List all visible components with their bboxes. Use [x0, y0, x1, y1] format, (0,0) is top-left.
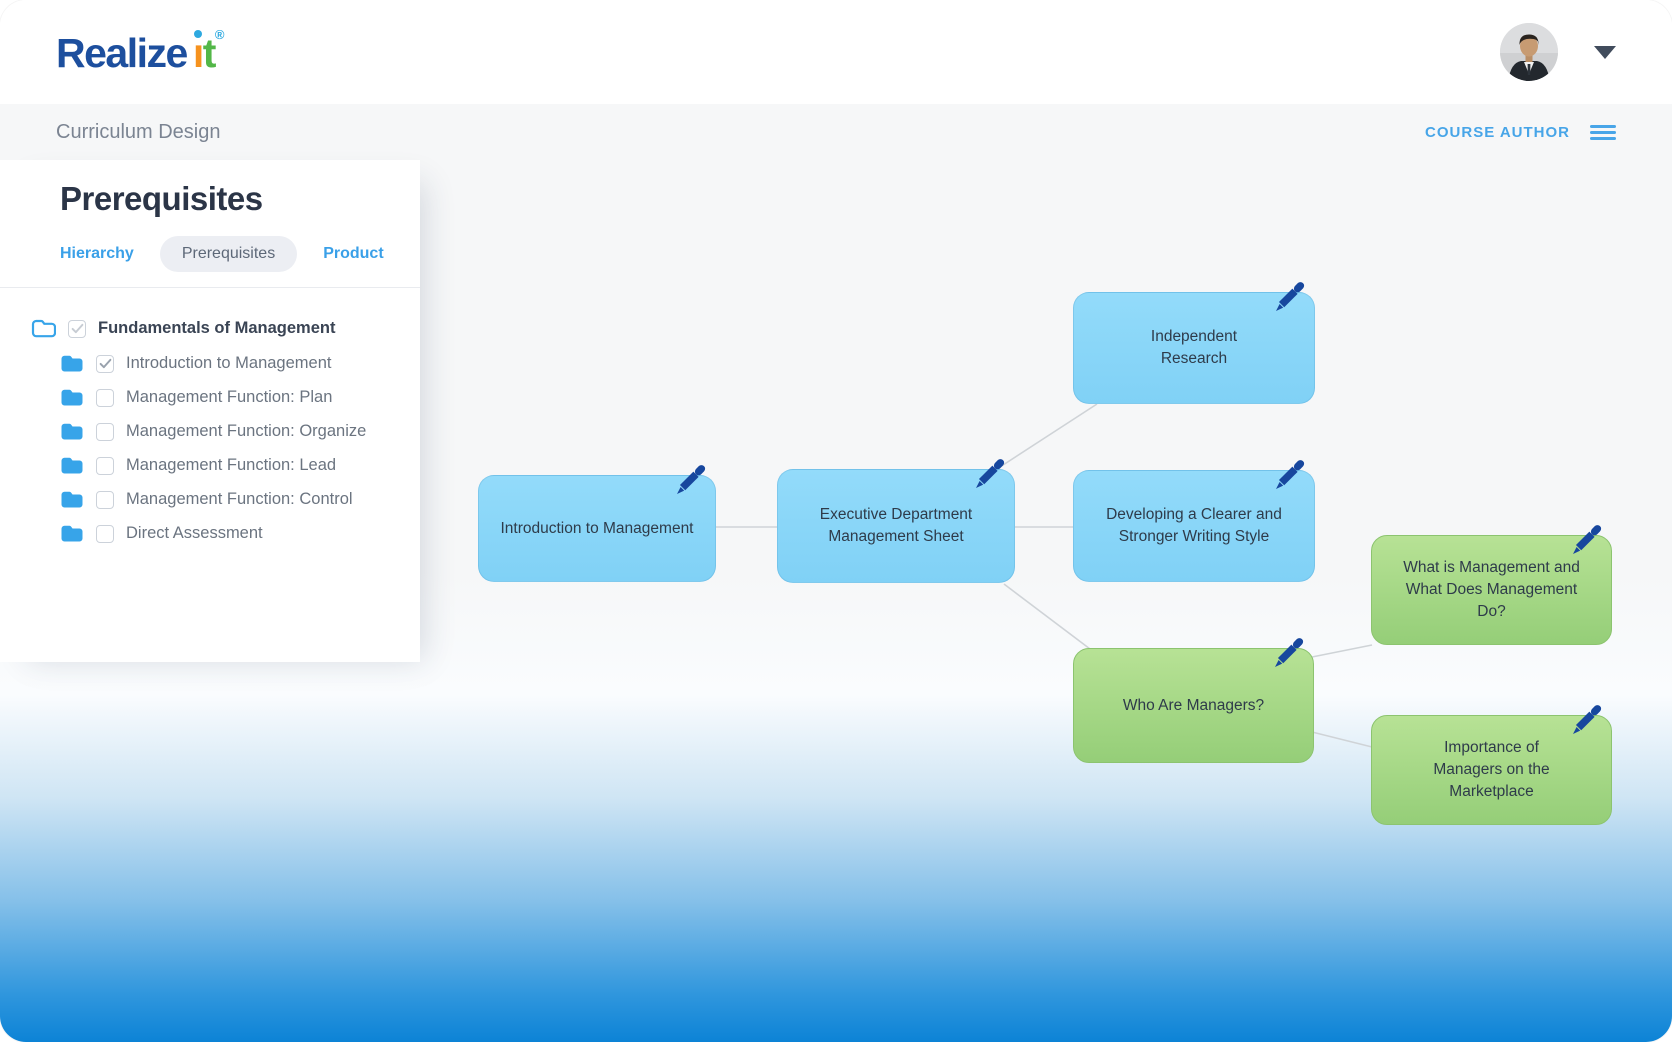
- logo-i-dot: [193, 30, 202, 38]
- user-menu-caret-icon[interactable]: [1594, 45, 1616, 59]
- node-developing-a-clearer-and-stronger-writing-style[interactable]: Developing a Clearer and Stronger Writin…: [1073, 460, 1315, 582]
- edit-pencil-icon[interactable]: [1269, 277, 1307, 315]
- avatar-image: [1500, 23, 1558, 81]
- tree-checkbox[interactable]: [68, 319, 86, 338]
- node-label: Importance of Managers on the Marketplac…: [1433, 739, 1550, 800]
- node-executive-department-management-sheet[interactable]: Executive Department Management Sheet: [777, 459, 1015, 583]
- user-menu: [1500, 23, 1616, 81]
- tree-item[interactable]: Management Function: Control: [60, 490, 420, 509]
- check-icon: [99, 358, 111, 369]
- course-author-button[interactable]: COURSE AUTHOR: [1425, 123, 1570, 141]
- edit-pencil-icon: [1275, 638, 1304, 667]
- edit-pencil-icon: [976, 459, 1005, 488]
- tree-item-label: Direct Assessment: [126, 524, 263, 542]
- folder-icon: [60, 354, 84, 373]
- tree-item[interactable]: Management Function: Organize: [60, 422, 420, 441]
- tree-item-label: Introduction to Management: [126, 354, 332, 372]
- tree-item[interactable]: Direct Assessment: [60, 524, 420, 543]
- edit-pencil-icon[interactable]: [1566, 520, 1604, 558]
- node-what-is-management-and-what-does-management-do[interactable]: What is Management and What Does Managem…: [1371, 525, 1612, 645]
- edit-pencil-icon: [1573, 705, 1602, 734]
- folder-icon: [60, 524, 84, 543]
- tab-hierarchy[interactable]: Hierarchy: [60, 245, 134, 262]
- node-who-are-managers[interactable]: Who Are Managers?: [1073, 638, 1314, 763]
- tree-item-label: Management Function: Control: [126, 490, 353, 508]
- edit-pencil-icon: [1573, 525, 1602, 554]
- edit-pencil-icon[interactable]: [969, 454, 1007, 492]
- edit-pencil-icon[interactable]: [1268, 633, 1306, 671]
- node-label: Executive Department Management Sheet: [819, 506, 973, 545]
- user-avatar[interactable]: [1500, 23, 1558, 81]
- edit-pencil-icon: [1276, 460, 1305, 489]
- folder-icon: [60, 388, 84, 407]
- sidebar-heading: Prerequisites: [60, 180, 263, 217]
- menu-icon[interactable]: [1590, 124, 1616, 140]
- tree-item-label: Management Function: Lead: [126, 456, 337, 474]
- tree-checkbox[interactable]: [96, 388, 114, 407]
- tree-checkbox[interactable]: [96, 456, 114, 475]
- node-label: Who Are Managers?: [1122, 696, 1265, 714]
- tree-item-label: Fundamentals of Management: [98, 319, 336, 337]
- folder-open-icon: [31, 319, 56, 338]
- tree-checkbox[interactable]: [96, 354, 114, 373]
- tab-prerequisites[interactable]: Prerequisites: [159, 236, 298, 272]
- node-label: Introduction to Management: [500, 519, 694, 537]
- tree-item[interactable]: Fundamentals of Management: [30, 318, 420, 339]
- page-title: Curriculum Design: [56, 120, 221, 143]
- tree-checkbox[interactable]: [96, 524, 114, 543]
- tree-item-label: Management Function: Plan: [126, 388, 333, 406]
- folder-icon: [61, 355, 83, 372]
- tree-item[interactable]: Introduction to Management: [60, 354, 420, 373]
- edit-pencil-icon[interactable]: [670, 460, 708, 498]
- check-icon: [71, 323, 83, 334]
- folder-icon: [61, 389, 83, 406]
- node-label: Independent Research: [1150, 328, 1238, 367]
- folder-icon: [61, 491, 83, 508]
- folder-icon: [60, 490, 84, 509]
- divider: [0, 287, 420, 288]
- folder-icon: [61, 457, 83, 474]
- view-tabs: Hierarchy Prerequisites Product: [60, 236, 420, 272]
- edit-pencil-icon: [677, 465, 706, 494]
- tree-item[interactable]: Management Function: Plan: [60, 388, 420, 407]
- node-label: What is Management and What Does Managem…: [1403, 559, 1580, 620]
- folder-open-icon: [30, 318, 56, 339]
- logo-letter-i: ı: [192, 30, 204, 76]
- tree-checkbox[interactable]: [96, 490, 114, 509]
- logo-text-realize: Realize: [56, 30, 188, 76]
- node-independent-research[interactable]: Independent Research: [1073, 282, 1315, 404]
- tree-item-label: Management Function: Organize: [126, 422, 367, 440]
- edit-pencil-icon[interactable]: [1566, 700, 1604, 738]
- edit-pencil-icon[interactable]: [1269, 455, 1307, 493]
- folder-icon: [60, 422, 84, 441]
- subheader-right: COURSE AUTHOR: [1425, 124, 1616, 141]
- folder-icon: [61, 423, 83, 440]
- folder-icon: [61, 525, 83, 542]
- tab-product[interactable]: Product: [323, 245, 384, 262]
- subheader-bar: Curriculum Design COURSE AUTHOR: [0, 104, 1672, 160]
- node-introduction-to-management[interactable]: Introduction to Management: [478, 465, 716, 582]
- tree-checkbox[interactable]: [96, 422, 114, 441]
- node-importance-of-managers-on-the-marketplace[interactable]: Importance of Managers on the Marketplac…: [1371, 705, 1612, 825]
- tree-item[interactable]: Management Function: Lead: [60, 456, 420, 475]
- registered-mark: ®: [214, 27, 225, 42]
- edit-pencil-icon: [1276, 282, 1305, 311]
- folder-icon: [60, 456, 84, 475]
- logo-letter-t: t: [202, 30, 217, 76]
- node-label: Developing a Clearer and Stronger Writin…: [1106, 506, 1282, 545]
